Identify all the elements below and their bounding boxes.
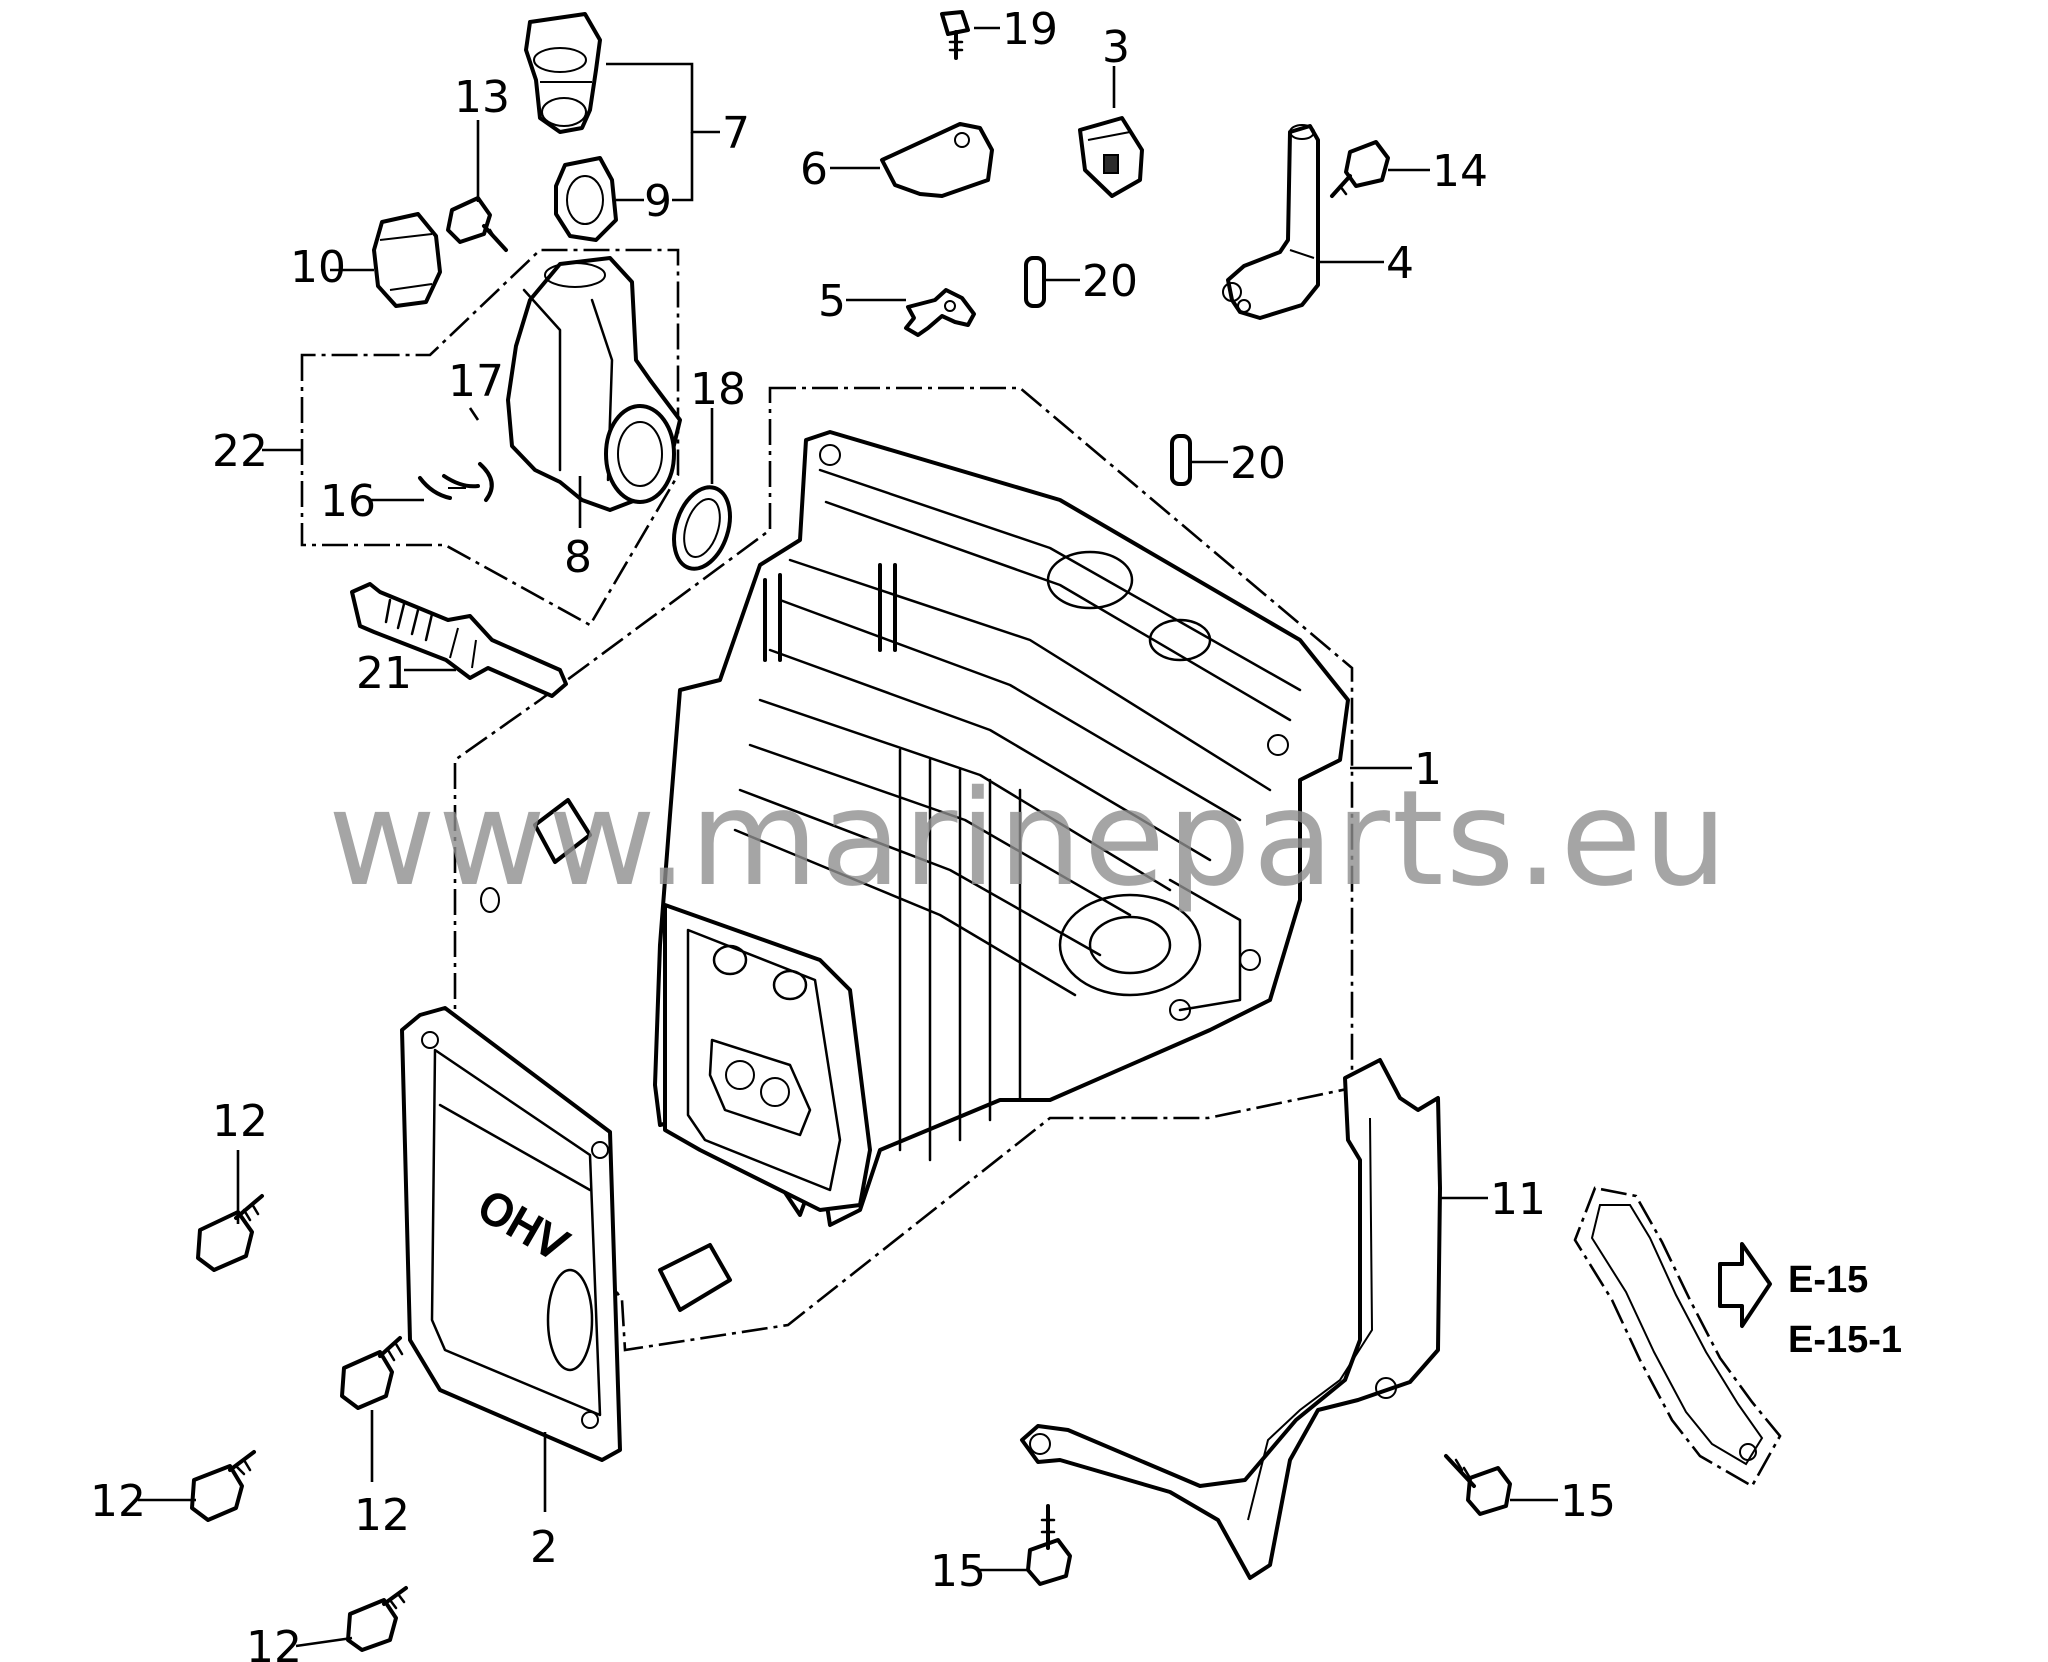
callout-14: 14 — [1432, 146, 1488, 197]
callout-4: 4 — [1386, 238, 1414, 289]
bolt-12-b — [340, 1336, 404, 1410]
part-8-intake-body — [506, 256, 682, 512]
callout-13: 13 — [454, 72, 510, 123]
ref-e15-gasket-inner — [1590, 1204, 1764, 1466]
part-16-clip — [418, 462, 494, 502]
part-7-intake-joint — [524, 12, 602, 134]
callout-10: 10 — [290, 242, 346, 293]
callout-8: 8 — [564, 532, 592, 583]
bolt-15-a — [1026, 1504, 1072, 1586]
reference-code-e15-1: E-15-1 — [1788, 1319, 1902, 1361]
callout-20-a: 20 — [1082, 256, 1138, 307]
ref-e15-gasket — [1573, 1186, 1782, 1488]
callout-labels: 1 2 3 4 5 6 7 8 9 10 11 12 12 12 12 13 1… — [90, 4, 1616, 1662]
part-11-bracket — [1020, 1058, 1442, 1580]
callout-9: 9 — [644, 176, 672, 227]
callout-22: 22 — [212, 426, 268, 477]
callout-20-b: 20 — [1230, 438, 1286, 489]
bolt-19 — [940, 10, 970, 60]
leader-lines — [138, 26, 1558, 1648]
part-10-cap — [372, 212, 442, 308]
callout-12-c: 12 — [90, 1476, 146, 1527]
callout-5: 5 — [818, 276, 846, 327]
part-21-spark-plug — [350, 582, 568, 698]
callout-12-d: 12 — [246, 1622, 302, 1662]
bolt-15-b — [1444, 1454, 1512, 1516]
callout-2: 2 — [530, 1522, 558, 1573]
part-18-gasket — [672, 485, 732, 571]
cylinder-assembly-outline — [453, 386, 1354, 1352]
reference-arrow — [1718, 1242, 1772, 1328]
bolt-12-a — [196, 1194, 264, 1272]
callout-6: 6 — [800, 144, 828, 195]
dowel-20-a — [1024, 256, 1046, 308]
part-5-clip — [904, 288, 976, 337]
watermark-text: www.marineparts.eu — [328, 762, 1729, 916]
callout-19: 19 — [1002, 4, 1058, 55]
callout-15-b: 15 — [1560, 1476, 1616, 1527]
cylinder-block — [653, 430, 1350, 1227]
callout-1: 1 — [1414, 744, 1442, 795]
reference-code-e15: E-15 — [1788, 1259, 1868, 1301]
part-4-breather-tube — [1222, 124, 1320, 320]
cylinder-head-cover: OHV — [400, 1006, 622, 1462]
callout-12-a: 12 — [212, 1096, 268, 1147]
callout-17: 17 — [448, 356, 504, 407]
part-3-clip — [1078, 116, 1144, 198]
callout-15-a: 15 — [930, 1546, 986, 1597]
dowel-pin-left — [480, 798, 592, 913]
callout-12-b: 12 — [354, 1490, 410, 1541]
callout-3: 3 — [1102, 22, 1130, 73]
callout-16: 16 — [320, 476, 376, 527]
bolt-12-d — [346, 1586, 408, 1652]
callout-21: 21 — [356, 648, 412, 699]
bolt-14 — [1330, 140, 1390, 198]
dowel-20-b — [1170, 434, 1192, 486]
part-9-seal-ring — [554, 156, 618, 242]
bolt-13 — [446, 196, 508, 252]
part-6-plate — [880, 122, 994, 198]
callout-7: 7 — [722, 108, 750, 159]
carburetor-group-outline — [300, 248, 680, 627]
ref-e15-gasket-hole — [1739, 1443, 1757, 1461]
callout-11: 11 — [1490, 1174, 1546, 1225]
bolt-12-c — [190, 1450, 256, 1522]
dowel-pin-bottom — [658, 1243, 732, 1312]
callout-18: 18 — [690, 364, 746, 415]
